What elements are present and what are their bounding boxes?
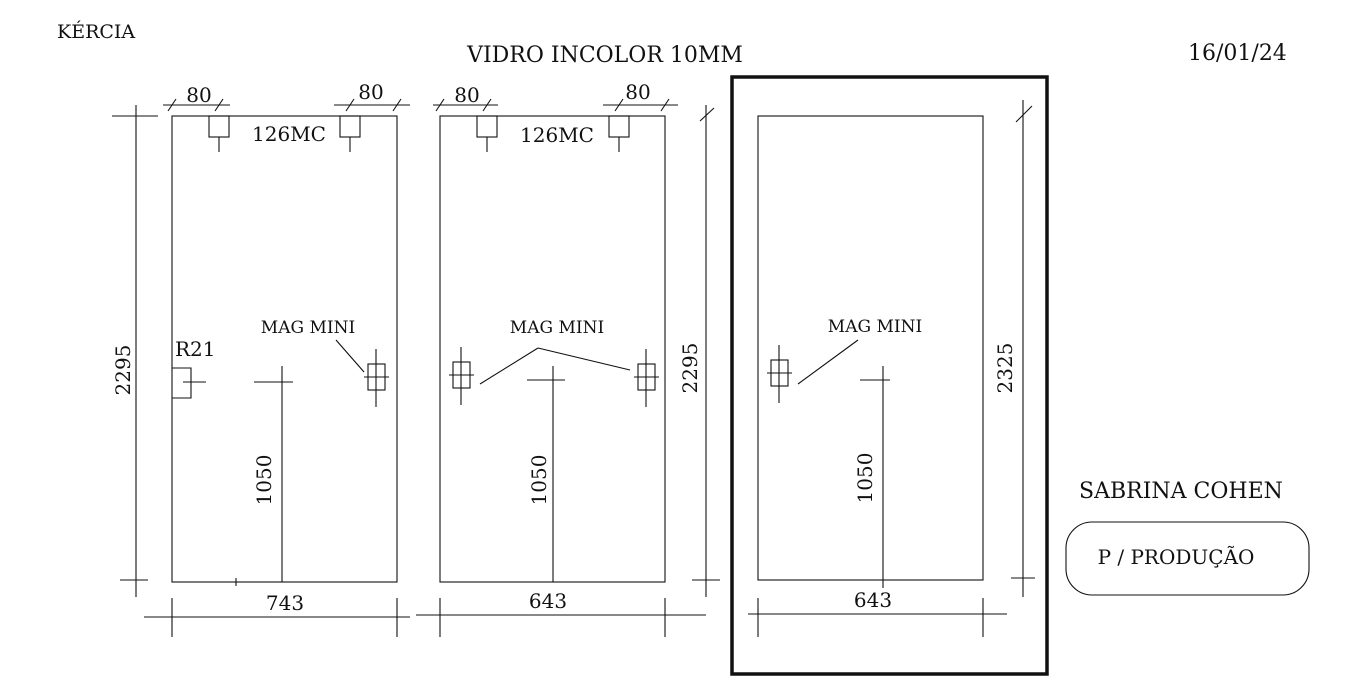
panel-2-top-label: 126MC	[520, 123, 594, 147]
panel-3-width-value: 643	[854, 588, 892, 612]
client-name: KÉRCIA	[57, 20, 135, 43]
panel-2-mag-mini-right	[537, 347, 659, 407]
panel-2-height-value: 2295	[678, 343, 702, 394]
panel-1-handle-line: 1050	[252, 366, 293, 582]
panel-1-corner-label: R21	[175, 337, 216, 361]
panel-1-top-fitting-right	[339, 115, 361, 152]
panel-1-top-dim-right-value: 80	[358, 80, 383, 104]
panel-2-top-fitting-left	[476, 115, 498, 152]
production-stamp-label: P / PRODUÇÃO	[1098, 545, 1255, 569]
panel-2-top-dim-right-value: 80	[625, 80, 650, 104]
panel-3-mag-mini: MAG MINI	[767, 317, 922, 403]
panel-2-top-dim-left-value: 80	[454, 83, 479, 107]
panel-1-width-dim: 743	[144, 578, 410, 637]
drawing-date: 16/01/24	[1188, 41, 1287, 66]
panel-3-height-value: 2325	[993, 343, 1017, 394]
panel-1-height-value: 2295	[111, 345, 135, 396]
panel-1-top-label: 126MC	[252, 122, 326, 146]
panel-2: 126MC 80 80 MAG MINI	[416, 80, 720, 637]
panel-1-height-dim: 2295	[111, 105, 158, 597]
panel-1-width-value: 743	[266, 591, 304, 615]
panel-3: MAG MINI 1050 2325 643	[730, 75, 1049, 676]
production-stamp: P / PRODUÇÃO	[1065, 521, 1310, 596]
panel-3-mag-label: MAG MINI	[828, 317, 922, 337]
panel-1-mag-mini: MAG MINI	[261, 318, 389, 407]
client-full-name: SABRINA COHEN	[1079, 479, 1283, 504]
panel-2-width-value: 643	[529, 589, 567, 613]
panel-2-mag-mini-left	[449, 347, 539, 405]
panel-3-height-dim: 2325	[993, 100, 1035, 597]
panel-3-frame	[730, 75, 1049, 676]
panel-3-outline	[757, 115, 984, 581]
panel-2-height-dim: 2295	[678, 105, 720, 597]
panel-2-handle-height: 1050	[527, 455, 551, 506]
panel-1-handle-height: 1050	[252, 455, 276, 506]
panel-1-top-dim-left-value: 80	[186, 83, 211, 107]
panel-2-top-dim-right: 80	[603, 80, 678, 112]
panel-1-top-fitting-left	[208, 115, 230, 152]
panel-2-handle-line: 1050	[527, 366, 565, 582]
panel-2-width-dim: 643	[416, 589, 706, 637]
drawing-title: VIDRO INCOLOR 10MM	[466, 43, 743, 68]
panel-1-outline	[171, 115, 398, 583]
panel-2-top-fitting-right	[608, 115, 630, 152]
panel-2-mag-label: MAG MINI	[510, 318, 604, 338]
panel-1-top-dim-left: 80	[163, 83, 230, 112]
panel-2-top-dim-left: 80	[433, 83, 498, 112]
panel-3-handle-height: 1050	[853, 453, 877, 504]
panel-1-top-dim-right: 80	[334, 80, 410, 112]
panel-1-mag-label: MAG MINI	[261, 318, 355, 338]
panel-1-corner-notch: R21	[172, 337, 216, 399]
panel-3-handle-line: 1050	[853, 366, 890, 580]
panel-3-width-dim: 643	[748, 580, 1007, 637]
panel-1: 126MC 80 80 2295 R21	[111, 80, 410, 637]
